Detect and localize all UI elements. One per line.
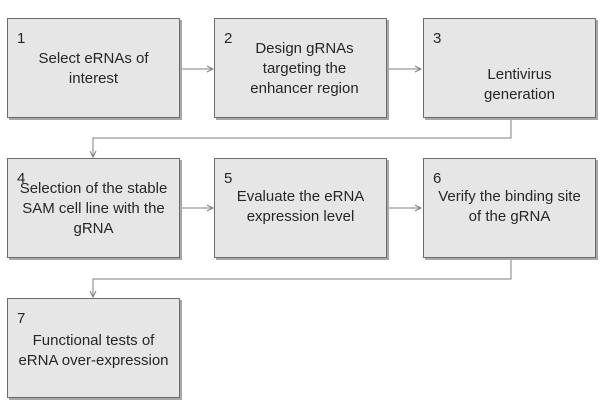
step-4-box: 4 Selection of the stable SAM cell line … bbox=[7, 158, 180, 258]
step-4-label: Selection of the stable SAM cell line wi… bbox=[19, 180, 168, 237]
step-1-number: 1 bbox=[17, 30, 26, 47]
step-6-label: Verify the binding site of the gRNA bbox=[438, 188, 581, 225]
arrow-3-to-4 bbox=[93, 120, 512, 157]
step-3-number: 3 bbox=[433, 30, 442, 47]
step-4-number: 4 bbox=[17, 170, 26, 187]
step-7-number: 7 bbox=[17, 310, 26, 327]
step-3-label: Lentivirus generation bbox=[484, 66, 555, 103]
step-5-number: 5 bbox=[224, 170, 233, 187]
step-7-box: 7 Functional tests of eRNA over-expressi… bbox=[7, 298, 180, 398]
step-5-label: Evaluate the eRNA expression level bbox=[236, 188, 365, 225]
step-2-number: 2 bbox=[224, 30, 233, 47]
step-2-label: Design gRNAs targeting the enhancer regi… bbox=[250, 40, 359, 97]
arrow-6-to-7 bbox=[93, 259, 512, 297]
step-1-box: 1 Select eRNAs of interest bbox=[7, 18, 180, 118]
step-6-box: 6 Verify the binding site of the gRNA bbox=[423, 158, 596, 258]
step-2-box: 2 Design gRNAs targeting the enhancer re… bbox=[214, 18, 387, 118]
step-3-box: 3 Lentivirus generation bbox=[423, 18, 596, 118]
step-1-label: Select eRNAs of interest bbox=[38, 50, 149, 87]
step-7-label: Functional tests of eRNA over-expression bbox=[18, 332, 169, 369]
step-5-box: 5 Evaluate the eRNA expression level bbox=[214, 158, 387, 258]
step-6-number: 6 bbox=[433, 170, 442, 187]
